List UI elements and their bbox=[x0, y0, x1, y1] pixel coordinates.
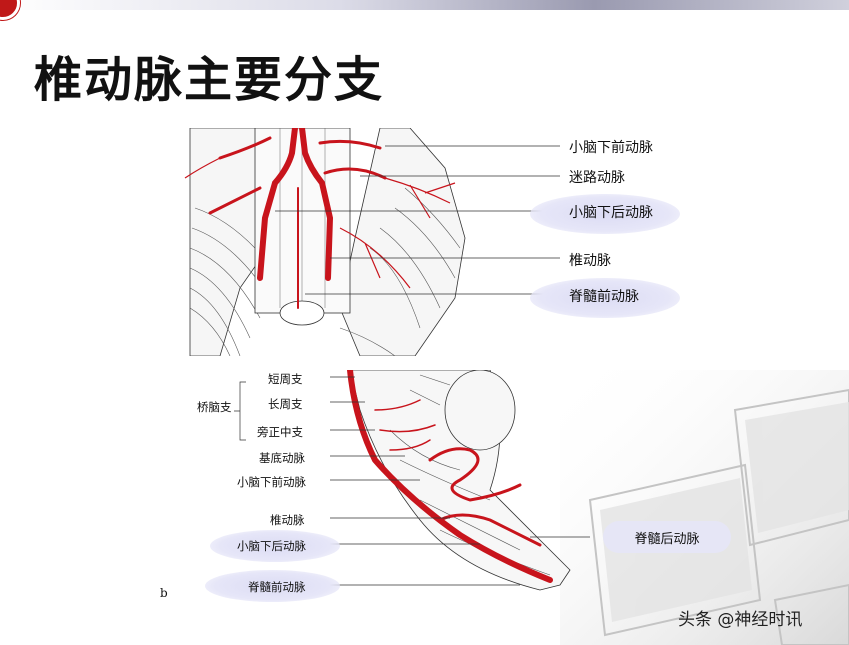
label-anterior-inferior-cerebellar-artery-lower: 小脑下前动脉 bbox=[237, 475, 306, 489]
brainstem-lateral-illustration bbox=[234, 370, 590, 591]
label-paramedian-branch: 旁正中支 bbox=[257, 425, 303, 439]
label-posterior-inferior-cerebellar-artery-lower: 小脑下后动脉 bbox=[237, 539, 306, 553]
label-short-circumferential-branch: 短周支 bbox=[268, 372, 303, 386]
label-posterior-inferior-cerebellar-artery: 小脑下后动脉 bbox=[569, 205, 653, 221]
brainstem-ventral-illustration bbox=[180, 128, 560, 356]
label-basilar-artery: 基底动脉 bbox=[259, 451, 305, 465]
decorative-screens-background bbox=[560, 370, 849, 645]
label-vertebral-artery: 椎动脉 bbox=[569, 253, 611, 269]
label-pontine-branches: 桥脑支 bbox=[197, 400, 232, 414]
label-labyrinthine-artery: 迷路动脉 bbox=[569, 170, 625, 186]
logo-icon bbox=[0, 0, 20, 20]
highlight-ellipse bbox=[205, 570, 340, 602]
highlight-ellipse bbox=[530, 278, 680, 318]
highlight-ellipse bbox=[530, 194, 680, 234]
highlight-ellipse bbox=[210, 530, 340, 562]
callout-posterior-spinal-artery: 脊髓后动脉 bbox=[603, 521, 731, 553]
label-anterior-spinal-artery-lower: 脊髓前动脉 bbox=[248, 580, 306, 594]
label-vertebral-artery-lower: 椎动脉 bbox=[270, 513, 305, 527]
label-anterior-spinal-artery: 脊髓前动脉 bbox=[569, 289, 639, 305]
slide-top-banner bbox=[0, 0, 849, 10]
slide-title: 椎动脉主要分支 bbox=[34, 52, 385, 108]
figure-panel-letter: b bbox=[160, 586, 168, 600]
label-long-circumferential-branch: 长周支 bbox=[268, 397, 303, 411]
source-watermark: 头条 @神经时讯 bbox=[678, 610, 803, 630]
label-anterior-inferior-cerebellar-artery: 小脑下前动脉 bbox=[569, 140, 653, 156]
